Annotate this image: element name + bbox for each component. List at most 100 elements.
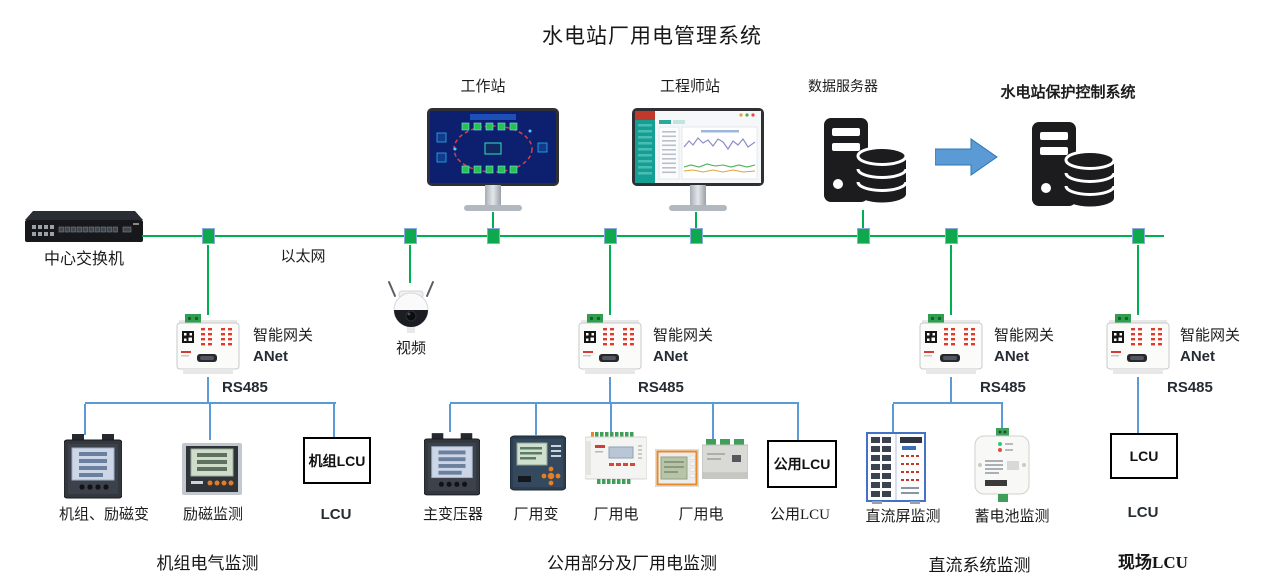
monitor-base [464, 205, 522, 211]
ethernet-node [604, 228, 617, 244]
rs485-label: RS485 [1167, 379, 1213, 396]
workstation-monitor-icon [427, 108, 559, 211]
device-label: 厂用电 [593, 507, 639, 523]
lcd-display-icon [655, 449, 699, 487]
device-label: LCU [320, 506, 352, 523]
ethernet-drop [409, 245, 411, 283]
rs485-drop [797, 404, 799, 440]
io-module-icon [702, 439, 748, 479]
data-server-label: 数据服务器 [808, 80, 878, 95]
rs485-drop [1001, 404, 1003, 430]
rs485-label: RS485 [222, 379, 268, 396]
dashboard-screen [632, 108, 764, 186]
group-label: 公用部分及厂用电监测 [547, 554, 717, 573]
engineer-monitor-icon [632, 108, 764, 211]
device-label: 主变压器 [422, 507, 483, 523]
monitor-stand [690, 185, 706, 205]
device-label: 蓄电池监测 [974, 509, 1050, 525]
video-label: 视频 [395, 341, 426, 357]
transformer-monitor-icon [510, 435, 566, 491]
din-meter-icon [585, 432, 647, 484]
ethernet-node [487, 228, 500, 244]
gateway-name-label: 智能网关 [994, 328, 1055, 344]
device-label: 直流屏监测 [865, 509, 941, 525]
gateway-anet-icon [919, 314, 983, 374]
rs485-riser [950, 377, 952, 403]
gateway-name-label: 智能网关 [253, 328, 314, 344]
ethernet-node [202, 228, 215, 244]
rs485-drop [610, 404, 612, 433]
ethernet-node [404, 228, 417, 244]
group-label: 机组电气监测 [156, 554, 259, 573]
gateway-model-label: ANet [1180, 348, 1216, 365]
protection-system-label: 水电站保护控制系统 [1000, 85, 1136, 101]
gateway-model-label: ANet [253, 348, 289, 365]
rs485-riser [609, 377, 611, 403]
dc-panel-icon [866, 432, 926, 504]
device-label: 厂用变 [513, 507, 559, 523]
power-meter-icon [424, 433, 480, 496]
arrow-right-icon [935, 138, 998, 176]
video-camera-icon [388, 281, 434, 333]
ethernet-drop [1137, 245, 1139, 315]
rs485-drop [449, 404, 451, 432]
ethernet-line [142, 235, 1164, 237]
gateway-anet-icon [578, 314, 642, 374]
protection-server-icon [1032, 122, 1116, 207]
power-meter-icon [64, 434, 122, 499]
rs485-riser [207, 377, 209, 403]
field-lcu-box-text: LCU [1129, 448, 1159, 464]
rs485-bus [893, 402, 1003, 404]
ethernet-drop [207, 245, 209, 315]
monitor-stand [485, 185, 501, 205]
battery-monitor-icon [974, 428, 1030, 502]
common-lcu-box: 公用LCU [767, 440, 837, 488]
rs485-drop [333, 404, 335, 437]
gateway-model-label: ANet [653, 348, 689, 365]
rs485-label: RS485 [638, 379, 684, 396]
ethernet-riser [492, 212, 494, 228]
rs485-label: RS485 [980, 379, 1026, 396]
ethernet-node [945, 228, 958, 244]
device-label: 励磁监测 [182, 507, 243, 523]
rs485-drop [712, 404, 714, 440]
ethernet-riser [695, 212, 697, 228]
group-label: 直流系统监测 [928, 556, 1031, 575]
engineer-station-label: 工程师站 [659, 79, 720, 95]
gateway-name-label: 智能网关 [1180, 328, 1241, 344]
device-label: LCU [1127, 504, 1159, 521]
field-lcu-box: LCU [1110, 433, 1178, 479]
rs485-drop [535, 404, 537, 435]
device-label: 厂用电 [678, 507, 724, 523]
central-switch-icon [25, 211, 143, 242]
gateway-name-label: 智能网关 [653, 328, 714, 344]
ethernet-drop [609, 245, 611, 315]
ethernet-node [690, 228, 703, 244]
device-label: 机组、励磁变 [58, 507, 149, 523]
power-meter-icon [182, 443, 242, 495]
workstation-label: 工作站 [460, 79, 506, 95]
rs485-bus [85, 402, 336, 404]
data-server-icon [824, 118, 908, 203]
ethernet-node [1132, 228, 1145, 244]
rs485-drop [84, 404, 86, 435]
gateway-anet-icon [176, 314, 240, 374]
ethernet-label: 以太网 [280, 249, 326, 265]
gateway-anet-icon [1106, 314, 1170, 374]
scada-screen [427, 108, 559, 186]
rs485-drop [892, 404, 894, 437]
central-switch-label: 中心交换机 [43, 251, 124, 268]
monitor-base [669, 205, 727, 211]
ethernet-drop [950, 245, 952, 315]
page-title: 水电站厂用电管理系统 [542, 24, 762, 48]
ethernet-riser [862, 210, 864, 228]
device-label: 公用LCU [769, 507, 830, 523]
rs485-bus [450, 402, 799, 404]
unit-lcu-box-text: 机组LCU [308, 452, 366, 469]
group-label: 现场LCU [1118, 553, 1188, 572]
ethernet-node [857, 228, 870, 244]
rs485-riser [1137, 377, 1139, 433]
unit-lcu-box: 机组LCU [303, 437, 371, 484]
gateway-model-label: ANet [994, 348, 1030, 365]
